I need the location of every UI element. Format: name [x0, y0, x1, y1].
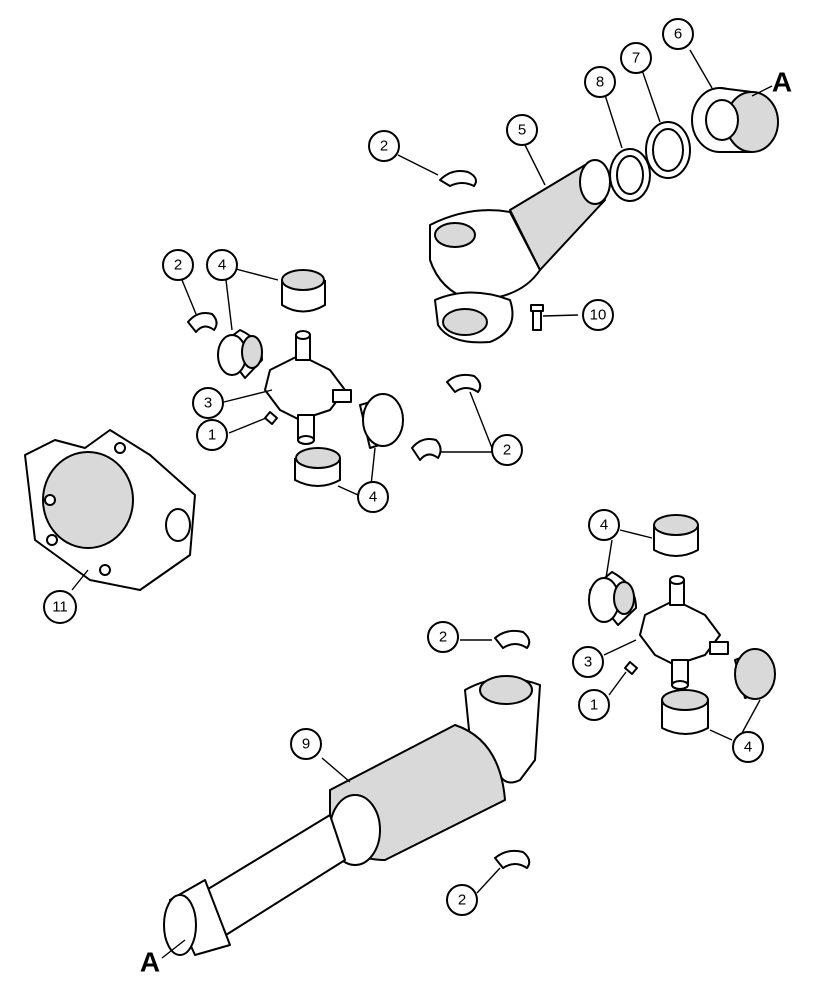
callout-11: 11 — [43, 590, 77, 624]
callout-8: 8 — [584, 66, 616, 98]
svg-text:11: 11 — [52, 599, 68, 616]
grease-fitting-lower — [624, 661, 638, 675]
svg-text:1: 1 — [208, 427, 216, 444]
svg-text:7: 7 — [632, 50, 640, 67]
bearing-cup-lower-top — [653, 514, 699, 557]
svg-text:1: 1 — [590, 697, 598, 714]
callout-7: 7 — [620, 42, 652, 74]
svg-text:4: 4 — [369, 489, 377, 506]
callout-1-lower: 1 — [578, 689, 610, 721]
callout-4-upper: 4 — [206, 249, 238, 281]
bearing-cup-lower-right — [734, 648, 776, 700]
callout-2-left: 2 — [162, 249, 194, 281]
callout-9: 9 — [290, 728, 322, 760]
svg-text:3: 3 — [584, 654, 592, 671]
callout-3-upper: 3 — [192, 387, 224, 419]
grease-fitting-upper — [264, 411, 278, 425]
svg-text:2: 2 — [458, 892, 466, 909]
flange-bracket-part-11 — [24, 429, 196, 591]
bearing-cup-upper-right — [359, 393, 404, 449]
snap-ring-5 — [494, 629, 531, 649]
callout-10: 10 — [582, 299, 614, 331]
snap-ring-4 — [411, 438, 442, 461]
ring-part-8 — [609, 148, 651, 202]
snap-ring-3 — [446, 373, 482, 393]
callout-5: 5 — [506, 114, 538, 146]
callout-4-upper-bottom: 4 — [357, 481, 389, 513]
grease-fitting-part-10 — [530, 304, 544, 331]
callout-2-bottom: 2 — [446, 884, 478, 916]
svg-text:4: 4 — [744, 739, 752, 756]
bearing-cup-upper-bottom — [294, 447, 341, 487]
bearing-cup-lower-bottom — [661, 689, 709, 735]
slip-yoke-shaft-part-9 — [163, 675, 541, 956]
svg-text:9: 9 — [302, 736, 310, 753]
svg-text:3: 3 — [204, 395, 212, 412]
snap-ring-6 — [494, 849, 531, 869]
svg-text:4: 4 — [600, 517, 608, 534]
leader-lines — [71, 49, 761, 894]
yoke-shaft-part-5 — [429, 159, 611, 344]
callout-4-lower-bottom: 4 — [732, 731, 764, 763]
reference-letter-top: A — [772, 67, 792, 98]
reference-letter-bottom: A — [140, 947, 160, 978]
svg-text:8: 8 — [596, 74, 604, 91]
spider-cross-lower — [639, 575, 729, 690]
svg-text:6: 6 — [674, 26, 682, 43]
callout-1-upper: 1 — [196, 419, 228, 451]
svg-text:2: 2 — [380, 138, 388, 155]
bearing-cup-upper-top — [281, 269, 326, 313]
bearing-cup-lower-left — [588, 571, 637, 626]
callout-2-right: 2 — [491, 434, 523, 466]
callout-2-top: 2 — [368, 130, 400, 162]
ring-part-7 — [645, 121, 691, 179]
collar-part-6 — [691, 87, 779, 153]
callout-2-lower: 2 — [427, 621, 459, 653]
spider-cross-upper — [264, 330, 352, 445]
callout-3-lower: 3 — [572, 646, 604, 678]
svg-text:5: 5 — [518, 122, 526, 139]
callout-4-lower: 4 — [588, 509, 620, 541]
svg-text:4: 4 — [218, 257, 226, 274]
bearing-cup-upper-left — [217, 329, 263, 379]
callout-6: 6 — [662, 18, 694, 50]
snap-ring-2 — [187, 312, 218, 333]
svg-text:2: 2 — [439, 629, 447, 646]
snap-ring-1 — [439, 170, 477, 187]
svg-text:10: 10 — [590, 307, 607, 324]
svg-text:2: 2 — [503, 442, 511, 459]
svg-text:2: 2 — [174, 257, 182, 274]
